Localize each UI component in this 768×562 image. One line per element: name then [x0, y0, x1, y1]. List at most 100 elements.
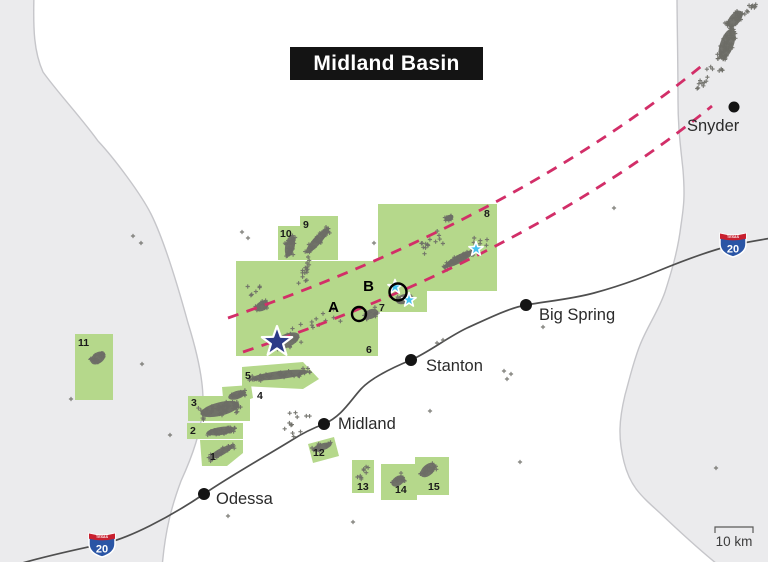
earthquake-marker: [209, 408, 214, 413]
main-event-star-icon: [260, 324, 294, 356]
earthquake-marker: [375, 310, 380, 316]
earthquake-marker: [484, 243, 489, 248]
earthquake-marker: [298, 429, 303, 434]
earthquake-marker: [205, 406, 210, 411]
shield-state-label: TEXAS: [727, 235, 740, 239]
earthquake-marker: [298, 322, 303, 327]
cyan-star-icon-3: [468, 240, 484, 256]
earthquake-marker: [364, 464, 369, 469]
earthquake-marker-single: [434, 340, 440, 346]
earthquake-marker: [455, 257, 460, 262]
earthquake-marker: [395, 476, 400, 481]
earthquake-marker-single: [440, 337, 446, 343]
earthquake-marker: [715, 56, 721, 61]
earthquake-marker: [430, 461, 435, 466]
earthquake-marker-single: [68, 396, 74, 402]
study-box-11: [75, 334, 113, 400]
earthquake-marker: [364, 470, 369, 475]
earthquake-cluster-box8-west-scatter: [419, 229, 445, 256]
trend-line-upper: [227, 62, 705, 320]
earthquake-marker: [745, 9, 750, 14]
earthquake-marker: [233, 393, 238, 398]
earthquake-marker: [710, 66, 715, 72]
earthquake-marker: [318, 240, 323, 245]
earthquake-marker: [309, 323, 314, 328]
earthquake-marker: [218, 406, 223, 411]
earthquake-marker: [695, 86, 700, 91]
earthquake-marker: [321, 228, 326, 234]
earthquake-marker: [285, 252, 290, 257]
earthquake-cluster-box8-streak: [441, 249, 476, 272]
earthquake-marker: [290, 236, 295, 241]
city-label-midland: Midland: [338, 415, 396, 433]
earthquake-marker: [221, 431, 226, 436]
earthquake-marker: [316, 235, 321, 240]
earthquake-marker: [718, 54, 723, 59]
city-dot-stanton: [405, 354, 417, 366]
city-label-snyder: Snyder: [687, 117, 740, 135]
earthquake-marker: [231, 406, 236, 411]
earthquake-marker: [212, 428, 217, 433]
earthquake-marker: [224, 409, 229, 414]
earthquake-marker: [219, 413, 225, 418]
study-box-label-5: 5: [245, 370, 251, 382]
earthquake-cluster-rect6-sparse2: [245, 284, 262, 298]
earthquake-marker: [327, 441, 333, 446]
earthquake-cluster-cluster-a: [362, 305, 380, 322]
earthquake-marker-single: [517, 459, 523, 465]
earthquake-marker: [226, 444, 231, 449]
earthquake-marker: [303, 278, 308, 283]
earthquake-marker: [317, 231, 322, 236]
earthquake-marker: [282, 241, 288, 246]
earthquake-marker: [257, 302, 262, 307]
earthquake-marker: [235, 409, 240, 414]
event-circle-b: [388, 282, 408, 302]
earthquake-marker: [289, 239, 294, 244]
earthquake-marker: [427, 465, 432, 470]
earthquake-marker: [753, 2, 758, 7]
earthquake-marker: [443, 265, 448, 270]
study-box-label-8: 8: [484, 208, 490, 220]
map-title-box: Midland Basin: [290, 47, 483, 80]
earthquake-marker: [305, 366, 310, 371]
earthquake-marker: [230, 394, 235, 399]
earthquake-marker: [299, 340, 304, 345]
earthquake-marker-single: [371, 240, 377, 246]
earthquake-marker: [708, 64, 713, 69]
scale-bar: [714, 526, 754, 533]
study-box-label-4: 4: [257, 390, 263, 402]
earthquake-marker: [294, 336, 299, 341]
earthquake-marker: [200, 416, 205, 421]
earthquake-marker: [428, 469, 434, 474]
earthquake-marker: [276, 371, 281, 376]
earthquake-marker: [361, 468, 366, 473]
earthquake-marker: [247, 377, 252, 383]
earthquake-marker: [242, 392, 247, 397]
shield-state-label: TEXAS: [96, 535, 109, 539]
earthquake-marker: [200, 409, 206, 414]
earthquake-marker: [472, 235, 477, 241]
earthquake-marker: [317, 449, 322, 454]
earthquake-marker: [214, 455, 219, 460]
earthquake-marker: [730, 23, 735, 28]
earthquake-cluster-box9-streak: [303, 225, 332, 255]
earthquake-marker: [208, 431, 213, 437]
earthquake-marker: [221, 446, 226, 451]
earthquake-marker: [699, 81, 704, 86]
earthquake-marker: [320, 231, 325, 237]
earthquake-marker: [425, 468, 430, 473]
earthquake-cluster-rect6-sparse: [290, 307, 343, 331]
earthquake-marker: [437, 237, 442, 242]
earthquake-marker: [426, 243, 431, 248]
study-box-6: [236, 261, 378, 356]
earthquake-marker: [259, 375, 264, 380]
earthquake-marker: [427, 237, 432, 242]
earthquake-marker-single: [504, 376, 510, 382]
earthquake-marker: [234, 400, 239, 405]
city-dot-midland: [318, 418, 330, 430]
study-box-label-14: 14: [395, 484, 407, 496]
earthquake-marker: [444, 215, 449, 220]
